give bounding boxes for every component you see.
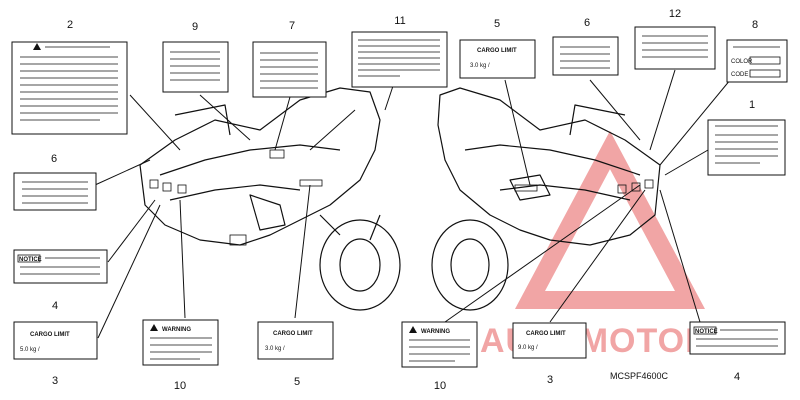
callout-numbers: 2 9 7 11 5 6 12 8 1 6 4 3 10 5 10 3 4: [51, 8, 758, 392]
callout-1: 1: [749, 99, 755, 111]
callout-4-left: 4: [52, 300, 58, 312]
label-1-box: [707, 119, 786, 176]
label-9-box: [162, 41, 229, 93]
callout-9: 9: [192, 21, 198, 33]
label-6-left-box: [13, 172, 97, 211]
callout-3-left: 3: [52, 375, 58, 387]
callout-3-right: 3: [547, 374, 553, 386]
label-3-right-box: CARGO LIMIT 9.0 kg /: [512, 322, 587, 359]
color-text: COLOR: [731, 59, 753, 65]
label-10-right-box: WARNING: [401, 321, 478, 368]
callout-6-left: 6: [51, 153, 57, 165]
callout-2: 2: [67, 19, 73, 31]
cargo-limit-text: CARGO LIMIT: [526, 331, 566, 337]
callout-6-top: 6: [584, 17, 590, 29]
callout-5-bottom: 5: [294, 376, 300, 388]
label-7-box: [252, 41, 327, 98]
callout-4-right: 4: [734, 371, 740, 383]
cargo-value-text: 3.0 kg /: [265, 346, 285, 352]
code-text: CODE: [731, 72, 748, 78]
label-5-top-box: CARGO LIMIT 3.0 kg /: [459, 39, 536, 79]
label-12-box: [634, 26, 716, 70]
cargo-value-text: 5.0 kg /: [20, 347, 40, 353]
notice-text: NOTICE: [695, 329, 718, 335]
warning-text: WARNING: [421, 329, 450, 335]
motorcycle-left-view: [139, 87, 401, 311]
callout-12: 12: [669, 8, 681, 20]
callout-10-right: 10: [434, 380, 446, 392]
callout-8: 8: [752, 19, 758, 31]
motorcycle-right-view: [431, 87, 661, 311]
callout-5-top: 5: [494, 18, 500, 30]
diagram-code: MCSPF4600C: [610, 371, 669, 381]
label-5-bottom-box: CARGO LIMIT 3.0 kg /: [257, 321, 334, 360]
label-2-box: [11, 41, 128, 135]
cargo-value-text: 9.0 kg /: [518, 345, 538, 351]
cargo-value-text: 3.0 kg /: [470, 63, 490, 69]
warning-text: WARNING: [162, 327, 191, 333]
leader-lines: [94, 67, 741, 339]
label-3-left-box: CARGO LIMIT 5.0 kg /: [13, 321, 98, 360]
callout-11: 11: [394, 15, 405, 27]
cargo-limit-text: CARGO LIMIT: [477, 48, 517, 54]
label-10-left-box: WARNING: [142, 319, 219, 366]
notice-text: NOTICE: [19, 257, 42, 263]
label-4-right-box: NOTICE: [689, 321, 786, 355]
label-4-left-box: NOTICE: [13, 249, 108, 284]
callout-10-left: 10: [174, 380, 186, 392]
cargo-limit-text: CARGO LIMIT: [30, 332, 70, 338]
callout-7: 7: [289, 20, 295, 32]
cargo-limit-text: CARGO LIMIT: [273, 331, 313, 337]
label-8-box: COLOR CODE: [726, 39, 788, 83]
label-11-box: [351, 31, 448, 88]
label-6-top-box: [552, 36, 619, 76]
